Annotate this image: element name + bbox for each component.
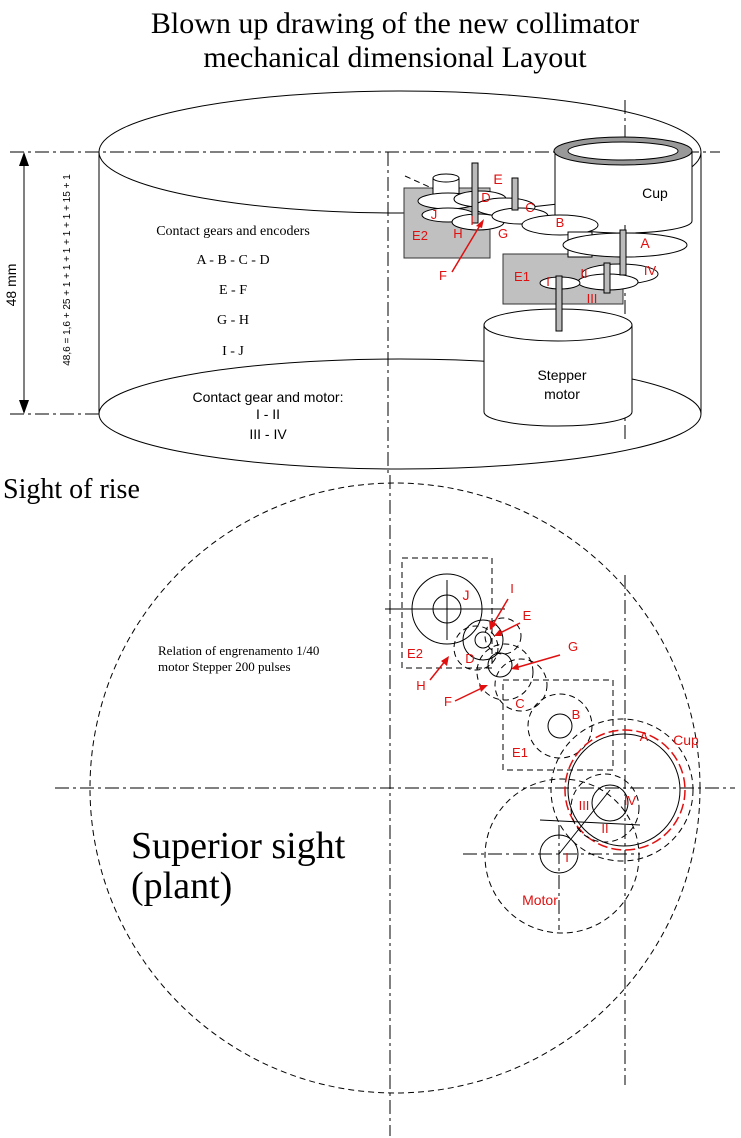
plan-label-roman-3: III	[579, 798, 590, 813]
superior-sight-line-1: Superior sight	[131, 825, 346, 867]
motor-contact-pair-2: III - IV	[249, 426, 287, 442]
elev-label-d: D	[481, 190, 490, 205]
elev-label-e: E	[493, 171, 502, 187]
cup-cylinder: Cup	[553, 136, 693, 234]
elevation-gears	[417, 162, 688, 332]
plan-label-i: I	[510, 581, 514, 596]
plan-label-roman-4: IV	[624, 793, 637, 808]
contact-pair-1: A - B - C - D	[196, 253, 269, 268]
plan-label-g: G	[568, 639, 578, 654]
elev-label-e1: E1	[514, 269, 530, 284]
plan-label-e1: E1	[512, 745, 528, 760]
title-line-1: Blown up drawing of the new collimator	[151, 7, 639, 40]
superior-sight-line-2: (plant)	[131, 865, 232, 907]
elev-label-g: G	[498, 226, 508, 241]
plan-label-motor: Motor	[522, 892, 558, 908]
plan-label-roman-1: I	[565, 850, 569, 865]
plan-motor-circle	[484, 778, 640, 934]
motor-contact-pair-1: I - II	[256, 406, 280, 422]
dimension-arrow-top	[19, 152, 29, 166]
elev-label-roman-2: II	[580, 266, 587, 281]
elev-label-h: H	[453, 226, 462, 241]
plan-label-e2: E2	[407, 646, 423, 661]
cup-label: Cup	[642, 185, 668, 201]
plan-label-a: A	[640, 729, 649, 744]
elev-label-e2: E2	[412, 228, 428, 243]
elev-label-i: I	[470, 213, 474, 228]
plan-label-j: J	[463, 587, 470, 603]
plan-cup-circle	[564, 729, 686, 851]
section-sight-of-rise: Sight of rise	[3, 474, 140, 505]
plan-label-roman-2: II	[601, 821, 608, 836]
stepper-label-1: Stepper	[537, 367, 586, 383]
plan-label-e: E	[523, 608, 532, 623]
plan-encoder-e1	[502, 679, 614, 771]
plan-label-d: D	[465, 651, 474, 666]
dimension-height-label: 48 mm	[3, 264, 19, 307]
elevation-view: 48 mm 48,6 = 1,6 + 25 + 1 + 1 + 1 + 1 + …	[3, 90, 720, 475]
plan-encoder-e2	[401, 557, 493, 669]
contact-pair-4: I - J	[222, 344, 244, 359]
elev-label-b: B	[556, 215, 565, 230]
title-line-2: mechanical dimensional Layout	[203, 41, 587, 74]
elev-label-c: C	[525, 200, 534, 215]
relation-line-1: Relation of engrenamento 1/40	[158, 643, 319, 658]
elev-label-a: A	[640, 235, 650, 251]
stepper-label-2: motor	[544, 386, 580, 402]
plan-label-cup: Cup	[673, 732, 699, 748]
dimension-formula-label: 48,6 = 1,6 + 25 + 1 + 1 + 1 + 1 + 1 + 15…	[62, 174, 73, 366]
plan-label-b: B	[572, 707, 581, 722]
dimension-arrow-bottom	[19, 400, 29, 414]
contact-gears-title: Contact gears and encoders	[156, 224, 310, 239]
elev-label-roman-4: IV	[644, 263, 657, 278]
elev-label-roman-3: III	[587, 291, 598, 306]
elev-label-f: F	[439, 268, 447, 283]
plan-label-h: H	[416, 678, 425, 693]
elev-label-roman-1: I	[546, 274, 550, 289]
plan-label-f: F	[444, 694, 452, 709]
elev-label-j: J	[431, 207, 438, 222]
plan-label-c: C	[515, 696, 524, 711]
contact-pair-2: E - F	[219, 283, 247, 298]
relation-line-2: motor Stepper 200 pulses	[158, 659, 291, 674]
plan-view: J I E G D E2 H F C B A Cup E1 III IV II …	[55, 475, 735, 1136]
motor-contact-title: Contact gear and motor:	[193, 389, 344, 405]
contact-pair-3: G - H	[217, 313, 249, 328]
